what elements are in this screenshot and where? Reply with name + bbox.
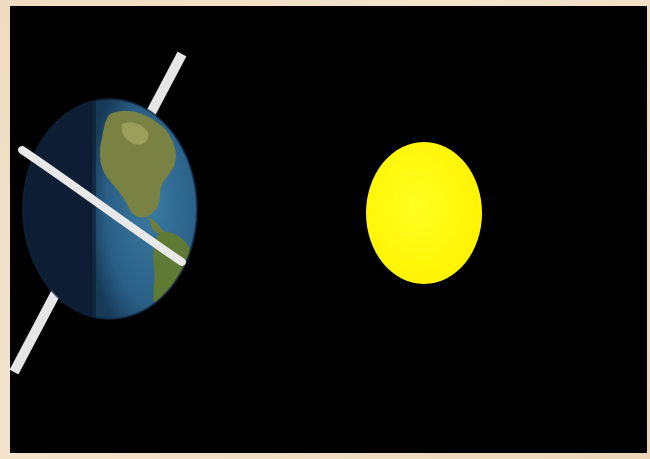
space-scene (10, 6, 647, 453)
earth-sun-illustration (10, 6, 647, 453)
sun-icon (366, 142, 482, 284)
